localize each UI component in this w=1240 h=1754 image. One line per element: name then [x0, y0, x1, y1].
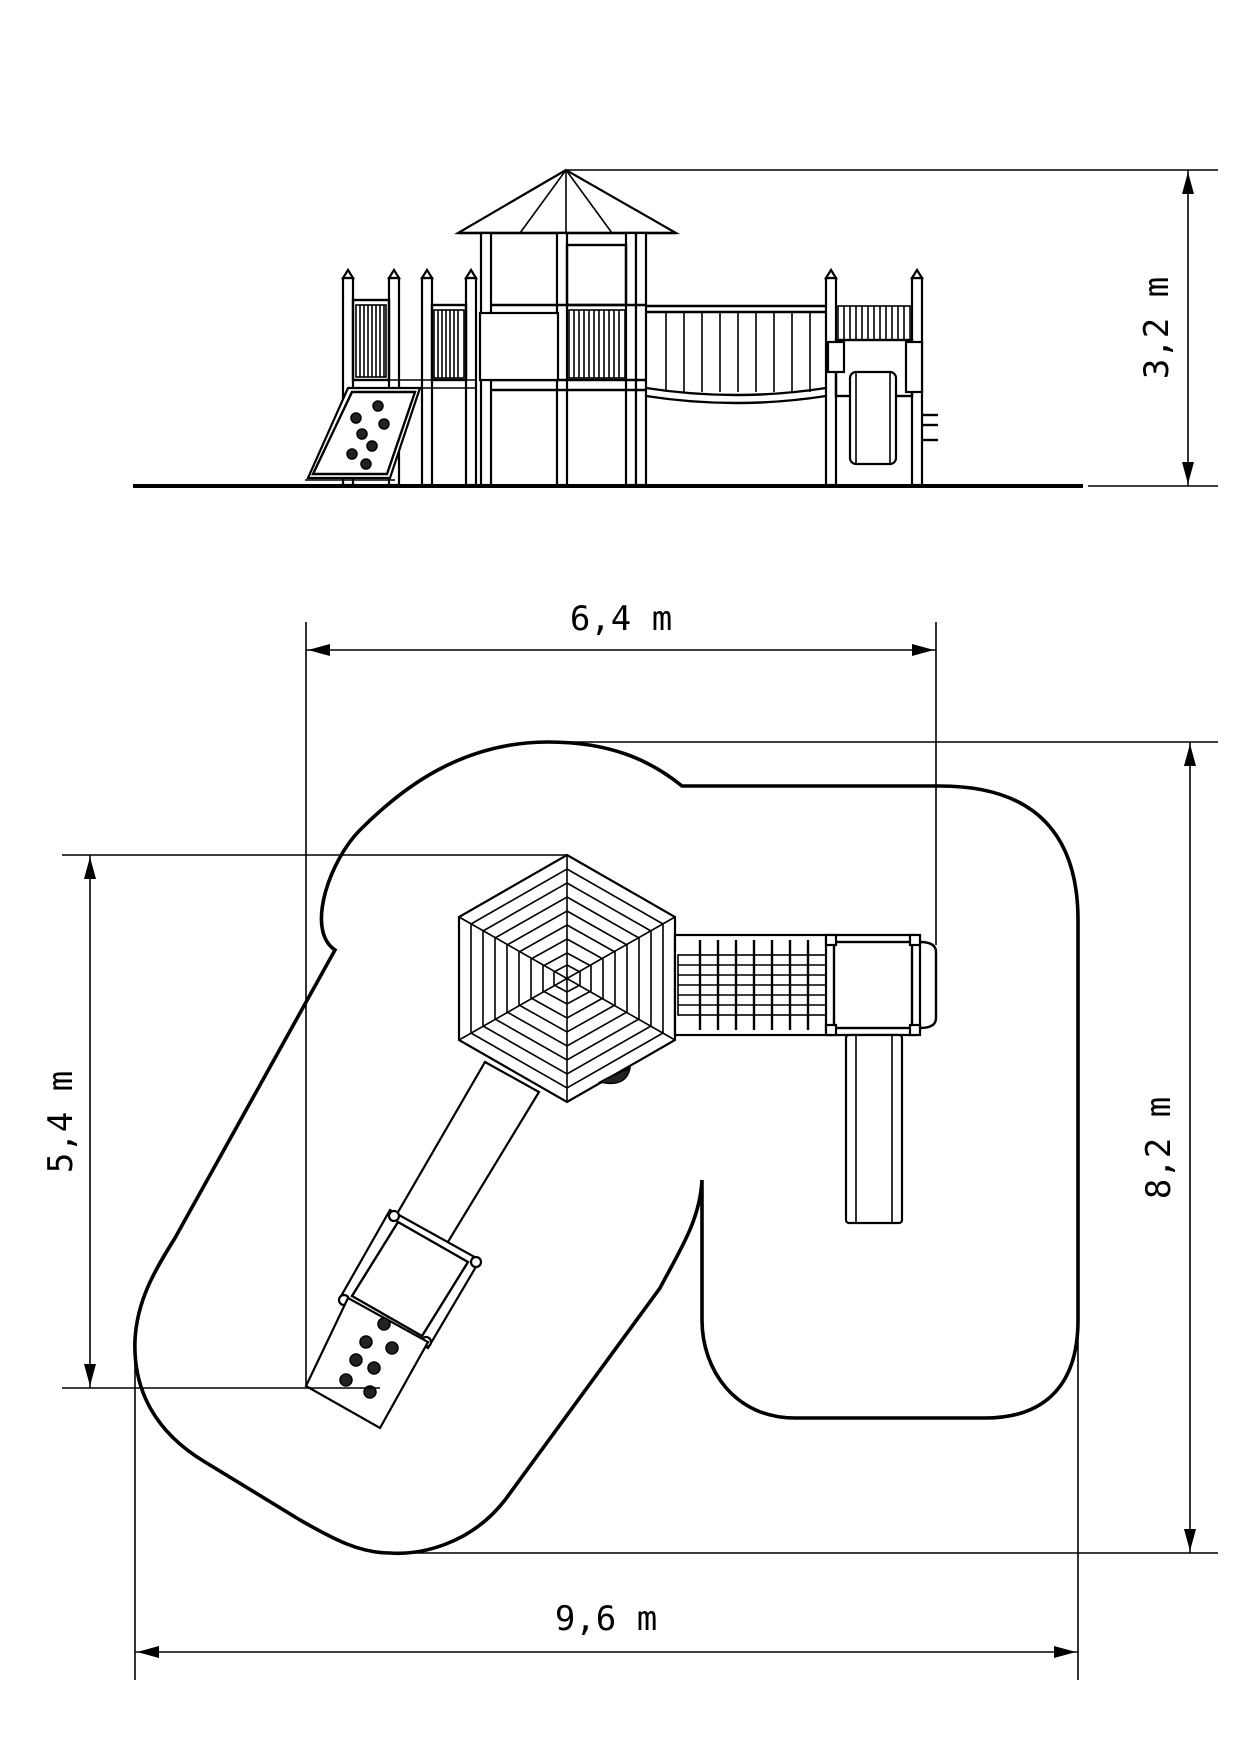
width-bottom-label: 9,6 m: [555, 1599, 657, 1639]
hex-roof-plan: [457, 853, 677, 1104]
climbing-wall-elevation: [305, 386, 422, 481]
depth-right-label: 8,2 m: [1139, 1097, 1179, 1199]
depth-left-label: 5,4 m: [41, 1071, 81, 1173]
dimension-width-top: 6,4 m: [305, 599, 937, 1386]
right-slat-panel: [837, 305, 911, 341]
slat-panel: [355, 304, 387, 378]
climbing-wall-plan: [304, 1296, 430, 1430]
elevation-view: 3,2 m: [133, 168, 1218, 488]
safety-zone-outline: [133, 740, 1080, 1556]
slat-panel-2: [433, 309, 465, 379]
right-tower: [824, 267, 938, 487]
height-label: 3,2 m: [1137, 277, 1177, 379]
height-dimension: 3,2 m: [566, 169, 1218, 487]
right-deck-plan: [824, 933, 938, 1037]
width-top-label: 6,4 m: [570, 599, 672, 639]
dimension-width-bottom: 9,6 m: [134, 1320, 1079, 1680]
plan-view: 6,4 m 5,4 m 8,2 m 9,6 m: [41, 599, 1218, 1680]
dimension-depth-right: 8,2 m: [390, 741, 1218, 1554]
rope-bridge-plan: [673, 933, 832, 1037]
central-tower: [453, 168, 681, 487]
rope-bridge-elevation: [645, 304, 827, 405]
tower-slat-panel: [568, 309, 626, 379]
dimension-depth-left: 5,4 m: [41, 854, 567, 1389]
left-tower: [341, 267, 478, 487]
slide-plan: [844, 1033, 904, 1225]
